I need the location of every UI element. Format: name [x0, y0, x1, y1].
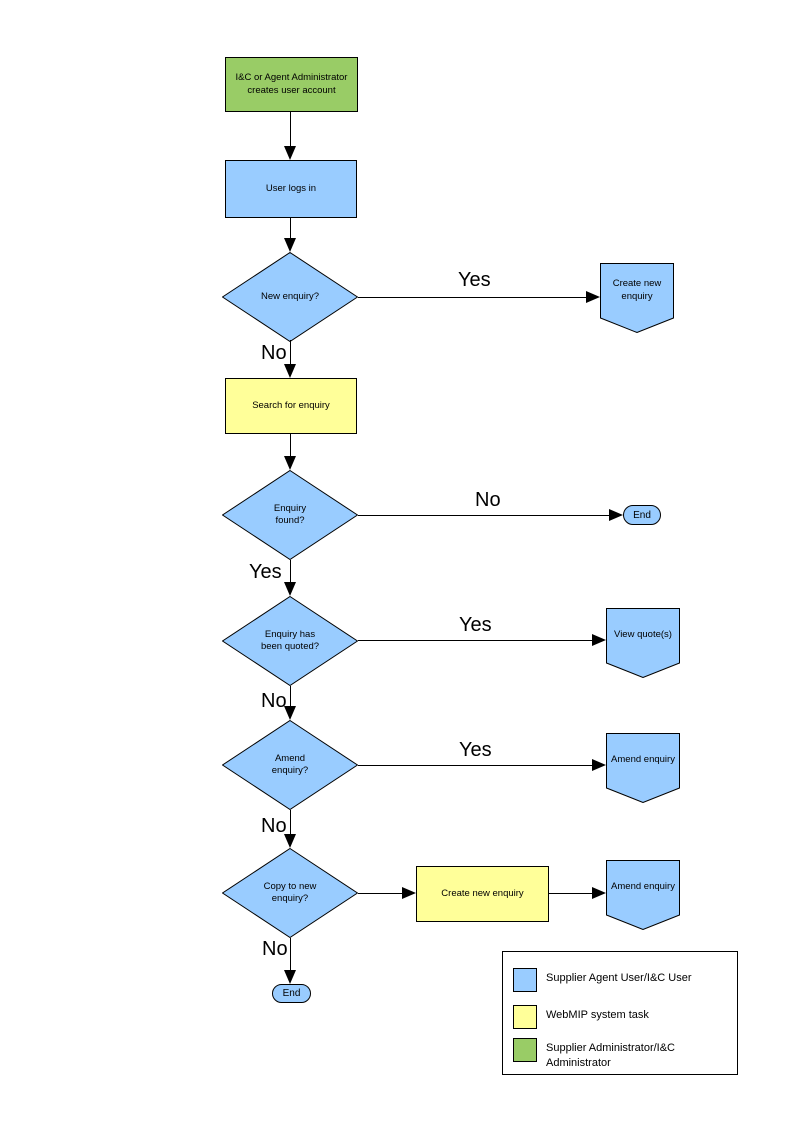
decision-amend-enquiry: Amend enquiry? [222, 720, 358, 810]
arrowhead-down-icon [284, 970, 296, 984]
legend-label: Supplier Administrator/I&C Administrator [546, 1042, 675, 1069]
diamond-shape [222, 596, 358, 686]
edge-label-yes: Yes [459, 614, 492, 636]
offpage-amend-enquiry-1: Amend enquiry [606, 733, 680, 803]
arrowhead-down-icon [284, 364, 296, 378]
legend-item-supplier-administrator: Supplier Administrator/I&C Administrator [513, 1038, 731, 1071]
offpage-label: Amend enquiry [611, 881, 675, 893]
pentagon-shape [606, 860, 680, 930]
legend-box: Supplier Agent User/I&C User WebMIP syst… [502, 951, 738, 1075]
legend-swatch-blue [513, 968, 537, 992]
legend-item-supplier-agent-user: Supplier Agent User/I&C User [513, 968, 731, 992]
decision-enquiry-quoted: Enquiry has been quoted? [222, 596, 358, 686]
arrowhead-right-icon [402, 887, 416, 899]
task-create-new-enquiry: Create new enquiry [416, 866, 549, 922]
arrowhead-down-icon [284, 456, 296, 470]
edge-label-no: No [261, 342, 287, 364]
pentagon-shape [600, 263, 674, 333]
edge-label-yes: Yes [459, 739, 492, 761]
arrowhead-right-icon [609, 509, 623, 521]
decision-label: Amend enquiry? [271, 752, 309, 776]
edge-label-no: No [262, 938, 288, 960]
edge-label-yes: Yes [458, 269, 491, 291]
decision-new-enquiry: New enquiry? [222, 252, 358, 342]
diamond-shape [222, 720, 358, 810]
arrowhead-down-icon [284, 238, 296, 252]
arrowhead-right-icon [592, 634, 606, 646]
offpage-label: Amend enquiry [611, 754, 675, 766]
offpage-view-quotes: View quote(s) [606, 608, 680, 678]
legend-swatch-green [513, 1038, 537, 1062]
decision-label: New enquiry? [260, 290, 320, 302]
flow-line [290, 686, 291, 708]
flow-line [290, 938, 291, 972]
arrowhead-right-icon [592, 759, 606, 771]
edge-label-no: No [475, 489, 501, 511]
flow-line [549, 893, 594, 894]
diamond-shape [222, 848, 358, 938]
end-label: End [282, 988, 301, 999]
arrowhead-down-icon [284, 582, 296, 596]
flow-line [290, 434, 291, 458]
offpage-create-new-enquiry: Create new enquiry [600, 263, 674, 333]
pentagon-shape [606, 608, 680, 678]
flow-line [358, 765, 594, 766]
task-search-for-enquiry: Search for enquiry [225, 378, 357, 434]
flow-line [358, 515, 611, 516]
task-label: Search for enquiry [252, 399, 330, 411]
flow-line [290, 340, 291, 366]
flow-line [358, 893, 404, 894]
process-admin-creates-account: I&C or Agent Administrator creates user … [225, 57, 358, 112]
flow-line [290, 218, 291, 240]
offpage-amend-enquiry-2: Amend enquiry [606, 860, 680, 930]
arrowhead-right-icon [586, 291, 600, 303]
edge-label-no: No [261, 815, 287, 837]
legend-item-webmip-system-task: WebMIP system task [513, 1005, 731, 1029]
offpage-label: Create new enquiry [612, 278, 662, 302]
process-label: User logs in [265, 182, 317, 194]
edge-label-no: No [261, 690, 287, 712]
task-label: Create new enquiry [441, 887, 524, 899]
arrowhead-down-icon [284, 834, 296, 848]
end-label: End [633, 509, 651, 521]
legend-label: Supplier Agent User/I&C User [546, 972, 692, 984]
arrowhead-down-icon [284, 706, 296, 720]
flow-line [290, 112, 291, 148]
legend-label: WebMIP system task [546, 1009, 649, 1021]
offpage-label: View quote(s) [614, 629, 672, 641]
arrowhead-right-icon [592, 887, 606, 899]
terminator-end-2: End [272, 984, 311, 1003]
process-user-logs-in: User logs in [225, 160, 357, 218]
flow-line [358, 640, 594, 641]
process-label: I&C or Agent Administrator creates user … [235, 72, 348, 96]
decision-label: Enquiry has been quoted? [260, 628, 320, 652]
terminator-end-1: End [623, 505, 661, 525]
diamond-shape [222, 470, 358, 560]
flow-line [290, 810, 291, 836]
legend-swatch-yellow [513, 1005, 537, 1029]
edge-label-yes: Yes [249, 561, 282, 583]
decision-enquiry-found: Enquiry found? [222, 470, 358, 560]
flow-line [290, 560, 291, 584]
decision-label: Copy to new enquiry? [263, 880, 317, 904]
decision-copy-to-new-enquiry: Copy to new enquiry? [222, 848, 358, 938]
flow-line [358, 297, 588, 298]
pentagon-shape [606, 733, 680, 803]
decision-label: Enquiry found? [273, 502, 307, 526]
arrowhead-down-icon [284, 146, 296, 160]
